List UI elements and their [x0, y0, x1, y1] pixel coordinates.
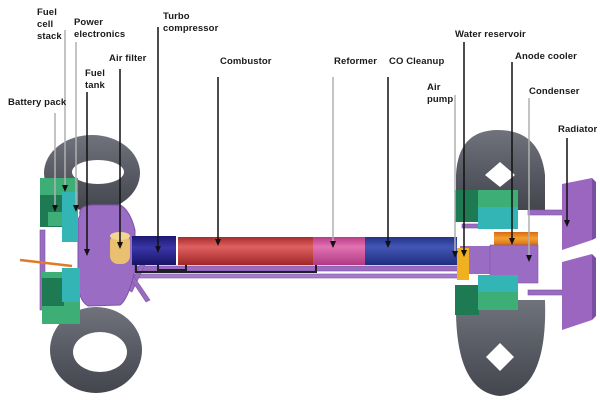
- co-cleanup: [365, 237, 457, 265]
- label-water-reservoir: Water reservoir: [455, 29, 526, 40]
- power-electronics: [62, 192, 78, 242]
- rear-module-upper: [455, 190, 518, 229]
- label-air-pump: Air pump: [427, 82, 454, 105]
- combustor: [178, 237, 313, 265]
- label-reformer: Reformer: [334, 56, 378, 67]
- turbo-piping: [135, 265, 317, 273]
- label-anode-cooler: Anode cooler: [515, 51, 577, 62]
- label-fuel-cell-stack: Fuel cell stack: [37, 7, 62, 42]
- front-right-tire: [50, 307, 142, 393]
- turbo-compressor: [132, 236, 176, 265]
- air-pump: [457, 248, 469, 280]
- reformer: [313, 237, 365, 265]
- fuel-line: [19, 258, 73, 268]
- label-co-cleanup: CO Cleanup: [389, 56, 445, 67]
- label-radiator: Radiator: [558, 124, 598, 135]
- label-fuel-tank: Fuel tank: [85, 68, 105, 91]
- label-power-electronics: Power electronics: [74, 17, 126, 40]
- label-air-filter: Air filter: [109, 53, 147, 64]
- anode-cooler: [494, 232, 538, 246]
- battery-pack: [42, 268, 80, 324]
- rear-module-lower: [455, 275, 518, 315]
- label-combustor: Combustor: [220, 56, 272, 67]
- radiator: [562, 178, 596, 330]
- leader-lines: [54, 27, 568, 257]
- arrowheads: [52, 185, 570, 262]
- label-turbo-compressor: Turbo compressor: [163, 11, 219, 34]
- rear-right-tire: [455, 300, 546, 396]
- label-condenser: Condenser: [529, 86, 580, 97]
- label-battery-pack: Battery pack: [8, 97, 67, 108]
